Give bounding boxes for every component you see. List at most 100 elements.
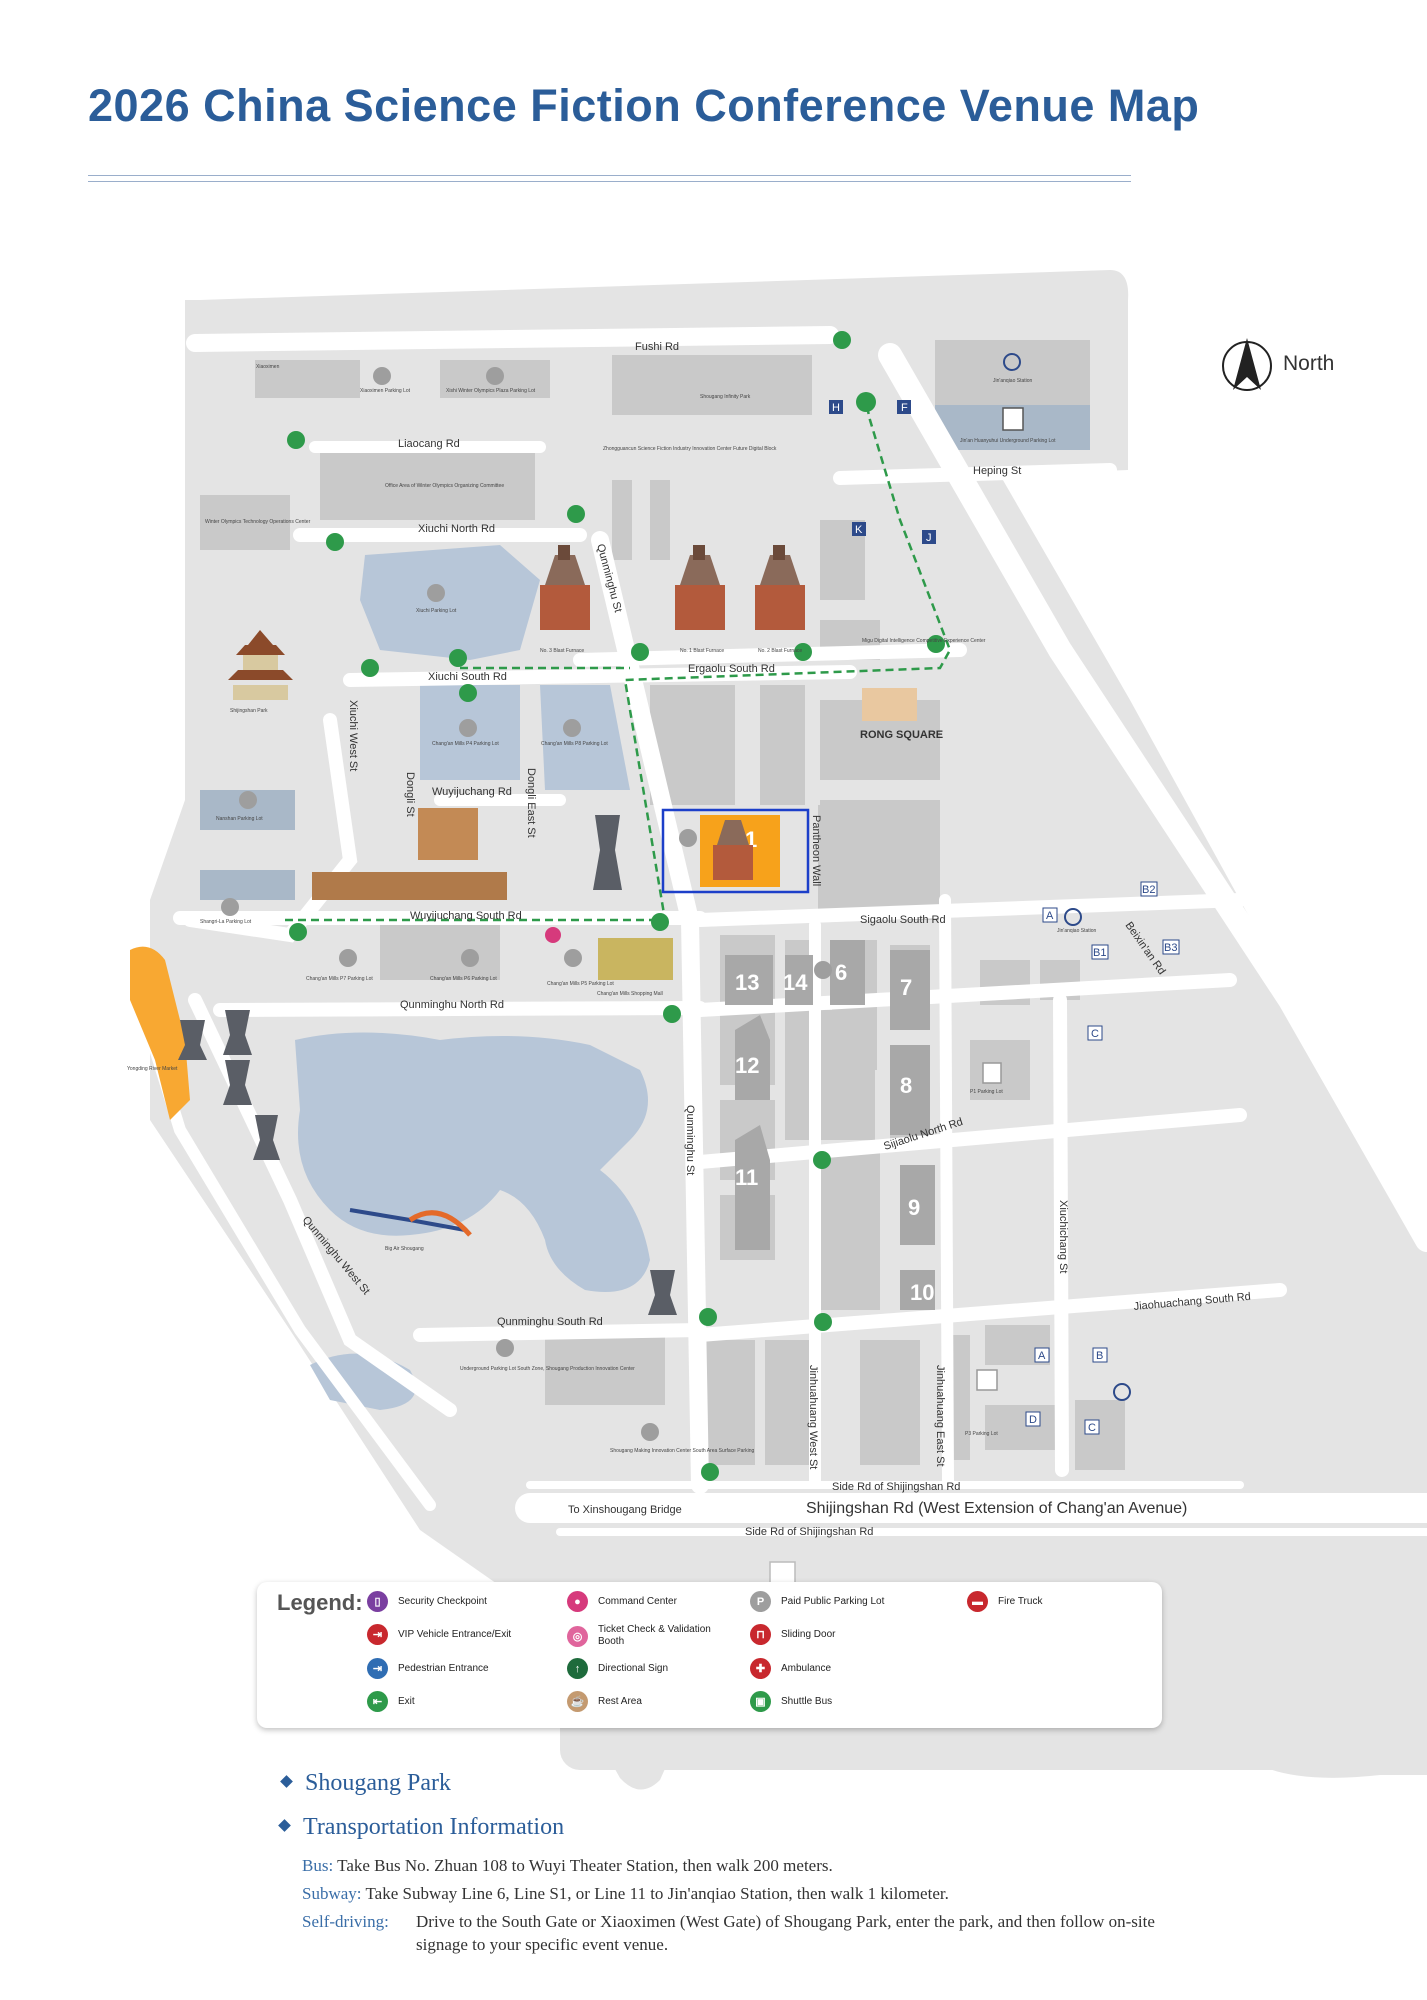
svg-text:D: D (1029, 1414, 1037, 1426)
legend-item: ◎Ticket Check & Validation Booth (567, 1624, 728, 1648)
directional-sign-icon (361, 659, 379, 677)
svg-text:No. 3 Blast Furnace: No. 3 Blast Furnace (540, 648, 584, 654)
venue-10-label: 10 (910, 1280, 934, 1305)
venue-1-boundary (661, 808, 810, 894)
svg-text:B3: B3 (1164, 942, 1177, 954)
big-air-ski-jump (349, 1208, 472, 1237)
parking-icon (339, 949, 357, 967)
svg-text:Xiuchi Parking Lot: Xiuchi Parking Lot (416, 608, 457, 614)
diamond-bullet-icon (280, 1775, 293, 1788)
legend-item: ⇤Exit (367, 1691, 528, 1712)
svg-text:Chang'an Mills P6 Parking Lot: Chang'an Mills P6 Parking Lot (430, 976, 497, 982)
legend-item-label: Fire Truck (998, 1595, 1043, 1607)
parking-icon (221, 898, 239, 916)
svg-text:Xiaoximen Parking Lot: Xiaoximen Parking Lot (360, 388, 411, 394)
svg-text:Winter Olympics Technology Ope: Winter Olympics Technology Operations Ce… (205, 519, 311, 525)
place-labels: RONG SQUARE Big Air Shougang Chang'an Mi… (127, 364, 1097, 1454)
svg-text:RONG SQUARE: RONG SQUARE (860, 729, 943, 741)
exit-markers (287, 331, 945, 1481)
svg-text:C: C (1088, 1422, 1096, 1434)
legend-item-label: Ticket Check & Validation Booth (598, 1624, 711, 1647)
shuttle-bus-icon (856, 392, 876, 412)
svg-text:Sigaolu South Rd: Sigaolu South Rd (860, 914, 946, 926)
svg-text:Chang'an Mills P8 Parking Lot: Chang'an Mills P8 Parking Lot (541, 741, 608, 747)
venue-12-block (735, 1015, 770, 1100)
svg-text:B1: B1 (1093, 947, 1106, 959)
directional-sign-icon (287, 431, 305, 449)
parking-icon: P (750, 1591, 771, 1612)
exit-icon (833, 331, 851, 349)
svg-text:No. 1 Blast Furnace: No. 1 Blast Furnace (680, 648, 724, 654)
venue-9-label: 9 (908, 1195, 920, 1220)
title-divider (88, 175, 1131, 182)
directional-sign-icon (663, 1005, 681, 1023)
road-heping (833, 463, 1117, 485)
svg-text:H: H (832, 402, 840, 414)
directional-sign-icon (701, 1463, 719, 1481)
legend-item-label: Security Checkpoint (398, 1595, 487, 1607)
parking-icon (373, 367, 391, 385)
svg-text:Migu Digital Intelligence Comp: Migu Digital Intelligence Competitive Ex… (862, 638, 986, 644)
road-qunminghu-st (591, 531, 709, 1494)
shuttle-bus-icon (289, 923, 307, 941)
svg-text:P1 Parking Lot: P1 Parking Lot (970, 1089, 1003, 1095)
svg-text:Dongli East St: Dongli East St (525, 768, 537, 838)
road-sigaolu (693, 893, 1247, 927)
venue-10-block (900, 1270, 935, 1310)
xiuchi-pond (360, 545, 540, 660)
legend-item-label: Ambulance (781, 1662, 832, 1674)
venue-14-block (785, 955, 813, 1005)
parking-icon (239, 791, 257, 809)
legend-item: ▣Shuttle Bus (750, 1691, 911, 1712)
road-vertical-east (939, 894, 954, 1486)
exit-icon (794, 643, 812, 661)
water-bodies (295, 545, 650, 1410)
ambulance-icon: ✚ (750, 1658, 771, 1679)
svg-text:Xishi Winter Olympics Plaza Pa: Xishi Winter Olympics Plaza Parking Lot (446, 388, 536, 394)
legend-item-label: Command Center (598, 1595, 677, 1607)
parking-icon (641, 1423, 659, 1441)
svg-text:Big Air Shougang: Big Air Shougang (385, 1246, 424, 1252)
p1-parking-icon (982, 1062, 1002, 1084)
changan-mills-building (312, 872, 507, 900)
subway-icons (1003, 353, 1131, 1401)
svg-text:Jin'anqiao Station: Jin'anqiao Station (1057, 928, 1097, 934)
legend-item: ⊓Sliding Door (750, 1624, 911, 1645)
jinanqiao-parking-icon (1002, 407, 1024, 431)
parking-icon (564, 949, 582, 967)
cooling-towers (178, 815, 677, 1315)
legend-item-label: Paid Public Parking Lot (781, 1595, 885, 1607)
svg-text:Fushi Rd: Fushi Rd (635, 341, 679, 353)
pedestrian-entrance-icon: ⇥ (367, 1658, 388, 1679)
section-park: Shougang Park (280, 1770, 451, 1797)
legend-panel: Legend: ▯Security Checkpoint●Command Cen… (257, 1582, 1162, 1728)
parking-icon (814, 961, 832, 979)
exit-icon (699, 1308, 717, 1326)
venue-8-label: 8 (900, 1073, 912, 1098)
svg-text:P3 Parking Lot: P3 Parking Lot (965, 1431, 998, 1437)
road-xiuchi-south (343, 665, 857, 687)
venue-blocks (725, 940, 935, 1310)
svg-text:Chang'an Mills P7 Parking Lot: Chang'an Mills P7 Parking Lot (306, 976, 373, 982)
blast-furnace-1 (675, 545, 725, 630)
svg-text:Wuyijuchang South Rd: Wuyijuchang South Rd (410, 910, 522, 922)
legend-item-label: Sliding Door (781, 1628, 836, 1640)
svg-text:Xiuchi West St: Xiuchi West St (347, 700, 359, 771)
road-qunminghu-north (213, 1001, 707, 1017)
changan-shopping-mall-building (598, 938, 673, 980)
svg-text:Jinhuahuang East St: Jinhuahuang East St (934, 1365, 946, 1467)
svg-text:Qunminghu St: Qunminghu St (684, 1105, 696, 1175)
shijingshan-pagoda (228, 630, 293, 700)
subway-icon (1113, 1383, 1131, 1401)
legend-item-label: VIP Vehicle Entrance/Exit (398, 1628, 512, 1640)
venue-7-block (890, 950, 930, 1030)
svg-text:Ergaolu South Rd: Ergaolu South Rd (688, 663, 775, 675)
north-label: North (1283, 352, 1335, 375)
svg-text:Dongli St: Dongli St (404, 772, 416, 817)
p8-lot-area (540, 685, 630, 790)
svg-text:F: F (901, 402, 908, 414)
venue-14-label: 14 (783, 970, 808, 995)
venue-7-label: 7 (900, 975, 912, 1000)
svg-text:Shijingshan Park: Shijingshan Park (230, 708, 268, 714)
parking-icon (459, 719, 477, 737)
